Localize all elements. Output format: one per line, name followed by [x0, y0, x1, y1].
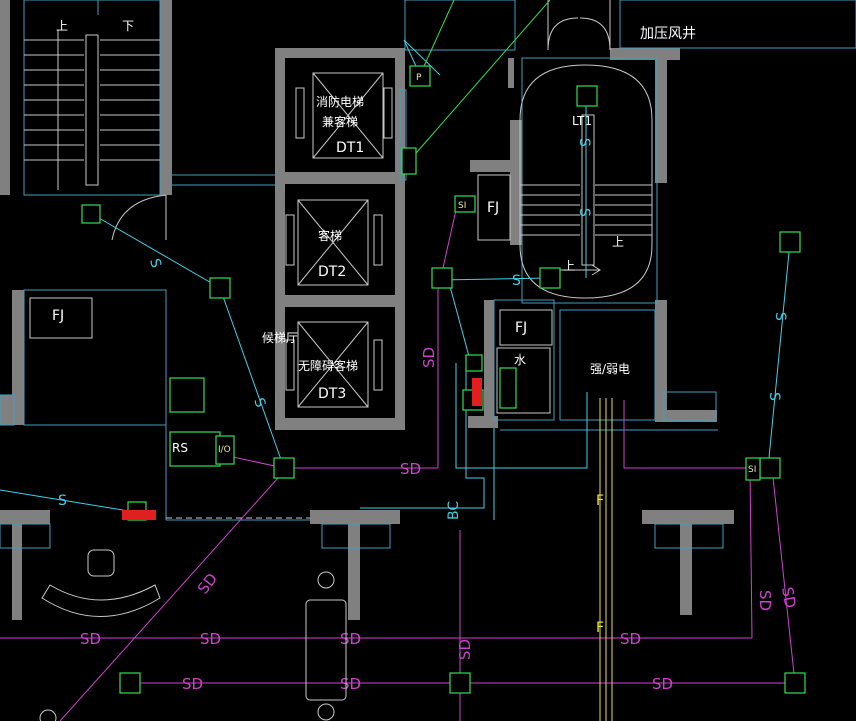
wire-code-sd-2: SD: [420, 347, 438, 368]
elevator-dt1: [295, 72, 393, 159]
wire-code-sd-9: SD: [80, 630, 101, 648]
smoke-detector-icon: [759, 457, 781, 479]
module-icon: [454, 195, 476, 213]
stair-down-label-1: 下: [122, 19, 134, 33]
fire-elevator-label-1: 消防电梯: [316, 94, 364, 109]
wire-code-sd-12: SD: [340, 675, 361, 693]
pressure-shaft-label: 加压风井: [640, 26, 696, 42]
fj-room-3: [499, 309, 553, 346]
strong-weak-elec-label: 强/弱电: [590, 362, 630, 376]
wire-code-s-3: S: [58, 493, 67, 509]
wall-outlines: [23, 0, 856, 521]
wire-code-s-8: S: [766, 392, 782, 401]
wires-cyan: [0, 39, 791, 520]
smoke-detector-icon: [209, 277, 231, 299]
stair-up-label-2: 上: [612, 235, 624, 249]
smoke-detector-icon: [449, 672, 471, 694]
module-icon: [745, 457, 761, 481]
dt2-label: DT2: [318, 264, 346, 280]
wire-code-f-2: F: [596, 620, 604, 636]
door-top: [547, 0, 611, 51]
elevator-dt3: [285, 321, 383, 408]
smoke-detector-icon: [784, 672, 806, 694]
io-tag: I/O: [218, 445, 231, 455]
wire-code-sd-6: SD: [620, 630, 641, 648]
wire-code-s-1: S: [146, 257, 164, 270]
wire-code-sd-8: SD: [200, 630, 221, 648]
wire-code-bc: BC: [446, 501, 462, 520]
stair-lt1: [519, 64, 653, 299]
stair-up-label-3: 上: [563, 259, 575, 273]
smoke-detector-icon: [539, 267, 561, 289]
fire-elevator-label-2: 兼客梯: [322, 114, 358, 129]
wire-code-sd-5: SD: [778, 586, 799, 610]
lt1-label: LT1: [572, 114, 592, 128]
dt1-label: DT1: [336, 140, 364, 156]
column-details: [0, 391, 724, 549]
smoke-detector-icon: [81, 204, 101, 224]
manual-alarm-icon: [169, 377, 205, 413]
io-module-icon: [215, 435, 235, 465]
fj-room-2: [29, 297, 93, 339]
stair-up-label-1: 上: [56, 19, 68, 33]
elevator-hall-label: 候梯厅: [262, 331, 298, 345]
elevator-dt2: [285, 199, 383, 286]
module-icon: [465, 354, 483, 372]
sl-tag-1: SI: [458, 201, 466, 211]
water-label: 水: [514, 353, 526, 367]
fj-label-2: FJ: [52, 308, 64, 324]
wire-code-sd-10: SD: [182, 675, 203, 693]
smoke-detector-icon: [119, 672, 141, 694]
sl-tag-2: SI: [748, 465, 756, 475]
pump-icon: [499, 367, 517, 409]
wire-code-sd-11: SD: [340, 630, 361, 648]
fj-label-3: FJ: [515, 320, 527, 336]
wire-code-sd-1: SD: [400, 460, 421, 478]
wire-code-sd-13: SD: [456, 639, 474, 660]
smoke-detector-icon: [273, 457, 295, 479]
dt3-label: DT3: [318, 386, 346, 402]
wire-code-labels: S S S S S S S S BC SD SD SD SD SD SD SD …: [58, 138, 799, 693]
module-icon: [169, 431, 221, 467]
wire-code-s-4: S: [512, 273, 521, 289]
p-box-label: P: [416, 73, 422, 83]
guest-elevator-label: 客梯: [318, 228, 342, 243]
wire-code-f-1: F: [596, 493, 604, 509]
furniture: [39, 549, 347, 721]
alarm-markers: [122, 378, 482, 520]
stair-top-left: [24, 30, 160, 190]
fj-room-1: [477, 174, 511, 241]
wire-code-s-7: S: [772, 312, 788, 321]
wire-code-sd-7: SD: [652, 675, 673, 693]
smoke-detector-icon: [431, 267, 453, 289]
smoke-detector-icon: [779, 231, 801, 253]
devices: [81, 65, 806, 694]
accessible-elevator-label: 无障碍客梯: [298, 358, 358, 373]
wires-yellow: [599, 398, 613, 721]
walls: [0, 0, 734, 620]
door-left: [111, 194, 167, 241]
fj-label-1: FJ: [487, 200, 499, 216]
wire-code-sd-4: SD: [756, 590, 774, 611]
module-icon: [401, 147, 417, 175]
water-room: [496, 347, 551, 414]
wire-code-s-6: S: [576, 208, 592, 217]
smoke-detector-icon: [576, 85, 598, 107]
pressure-switch-icon: [409, 65, 431, 87]
wire-code-s-5: S: [576, 138, 592, 147]
wires-green: [409, 0, 551, 161]
rs-label: RS: [172, 441, 188, 455]
